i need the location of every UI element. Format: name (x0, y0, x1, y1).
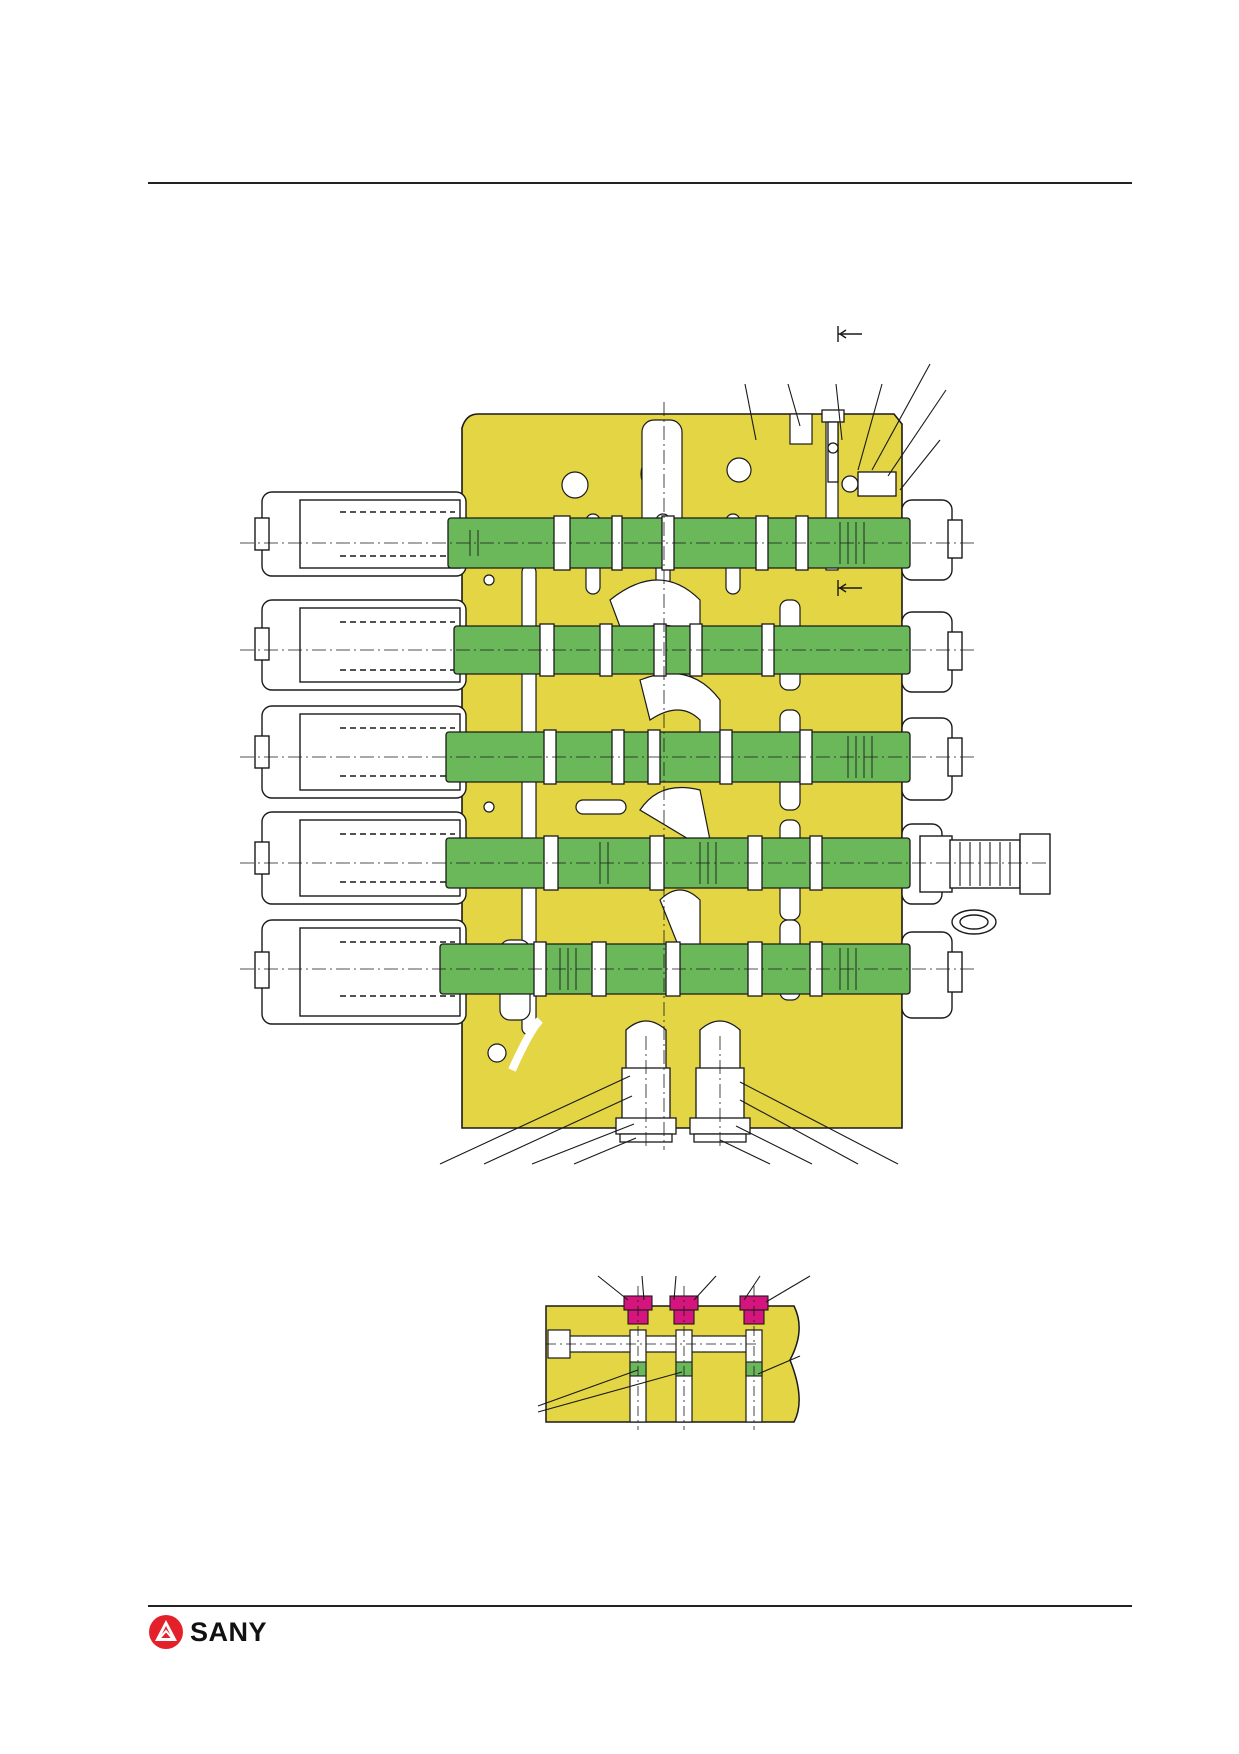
spool-1 (447, 515, 911, 571)
header-rule (148, 182, 1132, 184)
footer-rule (148, 1605, 1132, 1607)
spring-housing-5 (254, 919, 467, 1025)
left-spring-housings (254, 491, 467, 1025)
brand-name: SANY (190, 1616, 268, 1647)
leader-lines-sub (537, 1275, 811, 1413)
top-fitting (821, 409, 897, 497)
right-end-caps (901, 499, 963, 1019)
sub-view-plugs (623, 1295, 769, 1325)
relief-valve-right (919, 833, 1051, 935)
centerlines (240, 402, 1050, 1150)
spring-housing-3 (254, 705, 467, 799)
brand-logo: SANY (148, 1612, 267, 1652)
section-arrow-mid (837, 580, 862, 596)
section-arrow-top (837, 326, 862, 342)
sub-view (537, 1275, 811, 1430)
spring-housing-2 (254, 599, 467, 691)
sub-view-centerlines (546, 1286, 760, 1430)
leader-lines-main (439, 363, 947, 1165)
spring-housing-4 (254, 811, 467, 905)
sany-logo-icon (149, 1615, 183, 1649)
spring-housing-1 (254, 491, 467, 577)
